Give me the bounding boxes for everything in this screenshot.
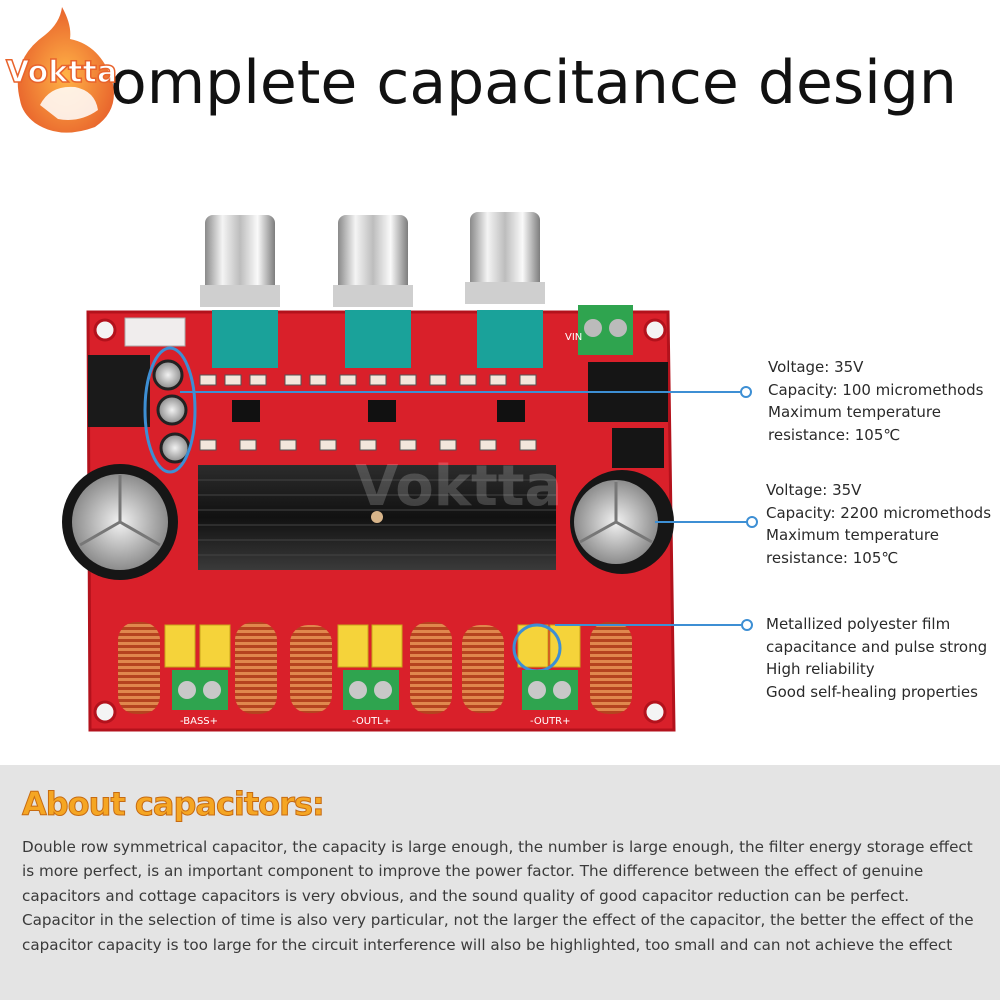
outr-label: -OUTR+ <box>530 716 571 727</box>
annotation-line: resistance: 105℃ <box>768 425 901 444</box>
logo-text: Voktta <box>5 54 118 91</box>
annotation-line: Voltage: 35V <box>768 358 864 376</box>
about-section: About capacitors: Double row symmetrical… <box>0 765 1000 1000</box>
about-body: Double row symmetrical capacitor, the ca… <box>22 838 974 954</box>
leader-line-3 <box>555 624 741 626</box>
potentiometer-treble <box>333 215 413 368</box>
potentiometer-bass <box>200 215 280 368</box>
smd-components <box>199 374 537 451</box>
annotation-film-capacitor: Metallized polyester film capacitance an… <box>766 613 987 703</box>
large-capacitor-right <box>570 470 674 574</box>
annotation-line: Good self-healing properties <box>766 682 978 701</box>
annotation-line: Voltage: 35V <box>766 481 862 499</box>
annotation-line: High reliability <box>766 660 875 678</box>
inductors <box>118 622 632 714</box>
pin-header <box>124 317 186 347</box>
op-amp-chips <box>232 400 525 422</box>
diode <box>612 428 664 468</box>
highlight-small-caps <box>143 346 197 474</box>
annotation-line: resistance: 105℃ <box>766 548 899 567</box>
speaker-terminals <box>172 670 578 710</box>
annotation-line: Capacity: 100 micromethods <box>768 380 984 399</box>
annotation-line: Maximum temperature <box>768 403 941 421</box>
potentiometer-volume <box>465 212 545 368</box>
annotation-line: Capacity: 2200 micromethods <box>766 503 992 522</box>
potentiometers <box>200 212 545 368</box>
leader-line-1 <box>180 391 740 393</box>
watermark: Voktta <box>355 454 562 519</box>
annotation-large-capacitor: Voltage: 35V Capacity: 2200 micromethods… <box>766 479 991 569</box>
film-capacitors <box>164 624 581 668</box>
vin-label: VIN <box>565 332 582 343</box>
large-capacitor-left <box>62 464 178 580</box>
audio-jack <box>88 355 150 427</box>
leader-dot-2 <box>746 516 758 528</box>
amplifier-board-photo: VIN <box>62 212 676 732</box>
annotation-small-capacitor: Voltage: 35V Capacity: 100 micromethods … <box>768 356 983 446</box>
about-title: About capacitors: <box>22 785 326 824</box>
bass-label: -BASS+ <box>180 716 218 727</box>
leader-dot-3 <box>741 619 753 631</box>
fox-logo-icon <box>17 7 114 133</box>
brand-logo: Voktta <box>0 5 170 135</box>
small-capacitors <box>152 359 191 464</box>
annotation-line: Maximum temperature <box>766 526 939 544</box>
annotation-line: Metallized polyester film <box>766 615 951 633</box>
leader-line-2 <box>655 521 750 523</box>
leader-dot-1 <box>740 386 752 398</box>
page-title: omplete capacitance design <box>110 48 957 118</box>
annotation-line: capacitance and pulse strong <box>766 637 988 656</box>
outl-label: -OUTL+ <box>352 716 391 727</box>
